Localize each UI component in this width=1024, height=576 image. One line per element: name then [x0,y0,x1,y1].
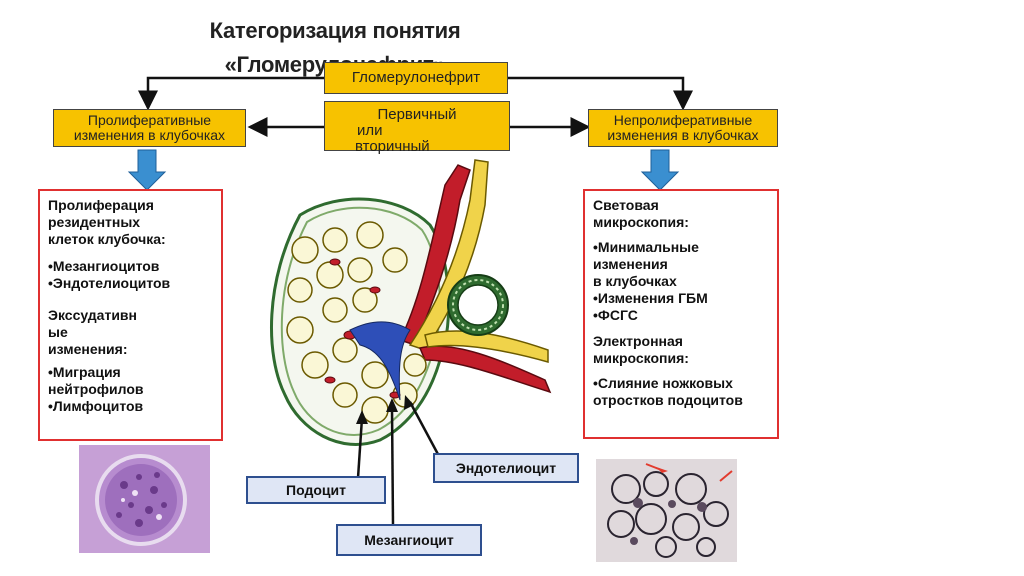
podocyte-label-text: Подоцит [286,482,346,498]
left-text-2: резидентных [48,214,141,230]
podocyte-label: Подоцит [246,476,386,504]
left-bullet-3: •Миграция [48,364,121,380]
title-line-1: Категоризация понятия [209,18,461,43]
left-text-4: Экссудативн [48,307,137,323]
primary-secondary-box: Первичный или вторичный [324,101,510,155]
primary-secondary-line-3: вторичный [355,138,430,155]
right-text-3: Электронная [593,333,683,349]
left-bullet-1: •Мезангиоцитов [48,258,160,274]
blue-down-arrow-right [640,149,680,191]
endothelial-label: Эндотелиоцит [433,453,579,483]
histology-photo-left-art [79,445,210,553]
primary-secondary-line-2: или [357,122,383,139]
histology-photo-right-art [596,459,737,562]
nonproliferative-box-line-2: изменения в клубочках [607,127,759,143]
right-bullet-2: изменения [593,256,668,272]
right-bullet-1: •Минимальные [593,239,699,255]
glomerulonephritis-box: Гломерулонефрит [324,62,508,94]
blue-down-arrow-left [127,149,167,191]
right-bullet-6: •Слияние ножковых [593,375,733,391]
left-bullet-4: нейтрофилов [48,381,144,397]
histology-photo-left [79,445,210,553]
endothelial-label-text: Эндотелиоцит [455,460,557,476]
proliferative-box: Пролиферативные изменения в клубочках [53,109,246,147]
nonproliferative-box-line-1: Непролиферативные [613,112,753,128]
right-text-4: микроскопия: [593,350,689,366]
histology-photo-right [596,459,737,562]
mesangial-label-text: Мезангиоцит [364,532,454,548]
right-bullet-5: •ФСГС [593,307,638,323]
left-text-1: Пролиферация [48,197,154,213]
left-bullet-5: •Лимфоцитов [48,398,144,414]
nonproliferative-box: Непролиферативные изменения в клубочках [588,109,778,147]
right-text-2: микроскопия: [593,214,689,230]
glomerulonephritis-box-label: Гломерулонефрит [351,69,481,86]
right-text-1: Световая [593,197,659,213]
proliferative-box-line-1: Пролиферативные [87,112,212,128]
right-bullet-3: в клубочках [593,273,677,289]
mesangial-label: Мезангиоцит [336,524,482,556]
left-text-6: изменения: [48,341,128,357]
proliferative-details-panel: Пролиферация резидентных клеток клубочка… [38,189,223,441]
connector-top-left [138,76,324,111]
primary-secondary-line-1: Первичный [377,106,457,123]
right-bullet-7: отростков подоцитов [593,392,743,408]
nonproliferative-details-panel: Световая микроскопия: •Минимальные измен… [583,189,779,439]
proliferative-box-line-2: изменения в клубочках [73,127,226,143]
left-bullet-2: •Эндотелиоцитов [48,275,171,291]
left-text-5: ые [48,324,68,340]
left-text-3: клеток клубочка: [48,231,166,247]
connector-top-right [508,76,693,111]
right-bullet-4: •Изменения ГБМ [593,290,708,306]
